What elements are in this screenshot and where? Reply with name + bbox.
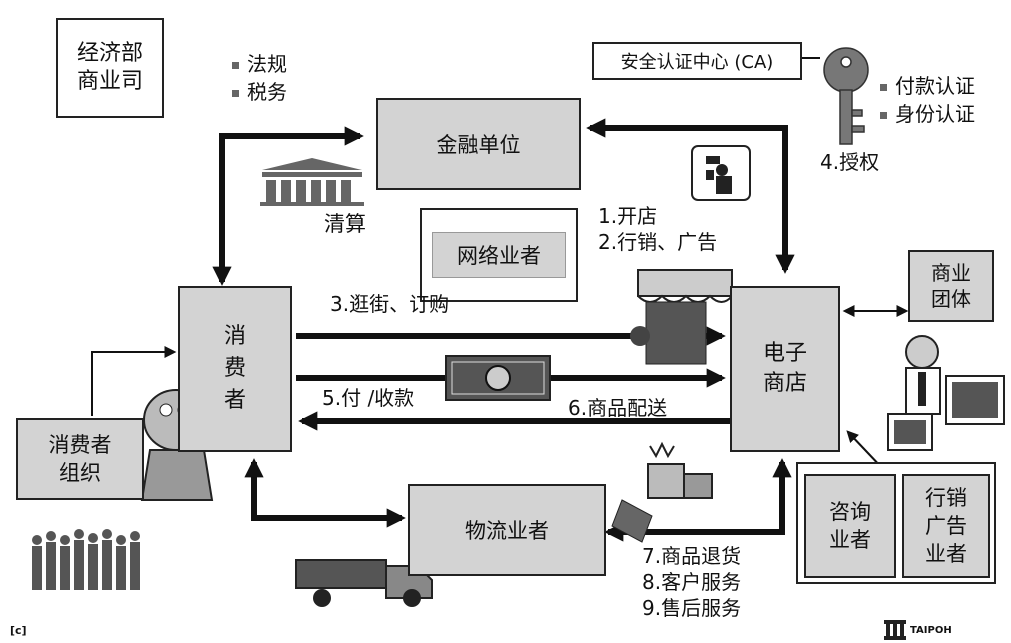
bank-icon <box>260 158 364 206</box>
banknote-icon <box>445 355 551 401</box>
store-box: 电子 商店 <box>730 286 840 452</box>
financial-label: 金融单位 <box>436 133 521 157</box>
consumer-char: 费 <box>223 356 246 381</box>
service-label: 8.客户服务 <box>642 570 742 594</box>
ministry-line-1: 经济部 <box>76 41 143 66</box>
footer-left-mark: [c] <box>10 624 27 637</box>
logistics-label: 物流业者 <box>465 519 549 543</box>
ca-box: 安全认证中心 (CA) <box>592 42 802 80</box>
ca-label: 安全认证中心 (CA) <box>620 52 774 73</box>
computer-icon <box>887 375 1005 451</box>
businessman-icon <box>905 335 941 415</box>
footer-right-mark: TAIPOH <box>910 625 952 636</box>
browse-label: 3.逛街、订购 <box>330 292 450 316</box>
arrow-consumer-financial <box>212 126 364 286</box>
network-inner: 网络业者 <box>432 232 566 278</box>
delivery-label: 6.商品配送 <box>568 396 668 420</box>
gift-icon <box>611 441 713 543</box>
bullet-icon <box>232 62 239 69</box>
bullet-icon <box>880 84 887 91</box>
store-line: 电子 <box>762 341 807 366</box>
business-group-line: 商业 <box>931 261 971 285</box>
key-icon <box>823 47 869 145</box>
arrow-org-consumer <box>91 346 177 416</box>
bullet-icon <box>880 112 887 119</box>
service-label: 9.售后服务 <box>642 596 742 620</box>
consumer-org-box: 消费者 组织 <box>16 418 144 500</box>
consulting-line: 业者 <box>829 528 871 552</box>
store-line: 商店 <box>762 371 807 396</box>
business-group-line: 团体 <box>931 287 971 311</box>
regulation-item: 税务 <box>232 80 287 104</box>
business-group-box: 商业 团体 <box>908 250 994 322</box>
consumer-box: 消 费 者 <box>178 286 292 452</box>
consumer-char: 者 <box>223 388 246 413</box>
shop-icon <box>630 269 733 365</box>
network-label: 网络业者 <box>457 244 541 268</box>
payment-label: 5.付 /收款 <box>322 386 415 410</box>
consumer-org-line: 组织 <box>59 461 101 485</box>
clearing-label: 清算 <box>324 212 366 236</box>
crowd-icon <box>32 529 140 590</box>
logistics-box: 物流业者 <box>408 484 606 576</box>
arrow-financial-store <box>586 118 795 274</box>
consulting-line: 咨询 <box>829 500 871 524</box>
marketing-line: 业者 <box>925 542 967 566</box>
truck-icon <box>295 559 433 607</box>
network-box: 网络业者 <box>420 208 578 302</box>
security-icon <box>691 145 751 201</box>
auth-item: 付款认证 <box>880 74 975 98</box>
regulation-item: 法规 <box>232 52 287 76</box>
auth-item: 身份认证 <box>880 102 975 126</box>
arrow-logistics-store <box>604 458 792 542</box>
bullet-icon <box>232 90 239 97</box>
service-label: 7.商品退货 <box>642 544 742 568</box>
financial-box: 金融单位 <box>376 98 581 190</box>
ministry-line-2: 商业司 <box>76 69 143 94</box>
consumer-org-line: 消费者 <box>48 433 112 457</box>
marketing-line: 行销 <box>925 486 967 510</box>
authorize-label: 4.授权 <box>820 150 880 174</box>
consumer-char: 消 <box>223 324 246 349</box>
consulting-box: 咨询 业者 <box>804 474 896 578</box>
marketing-label: 2.行销、广告 <box>598 230 718 254</box>
marketing-line: 广告 <box>925 514 967 538</box>
logo-icon <box>884 620 906 640</box>
marketing-box: 行销 广告 业者 <box>902 474 990 578</box>
arrow-consumer-logistics <box>244 458 406 528</box>
open-store-label: 1.开店 <box>598 204 658 228</box>
ministry-box: 经济部 商业司 <box>56 18 164 118</box>
